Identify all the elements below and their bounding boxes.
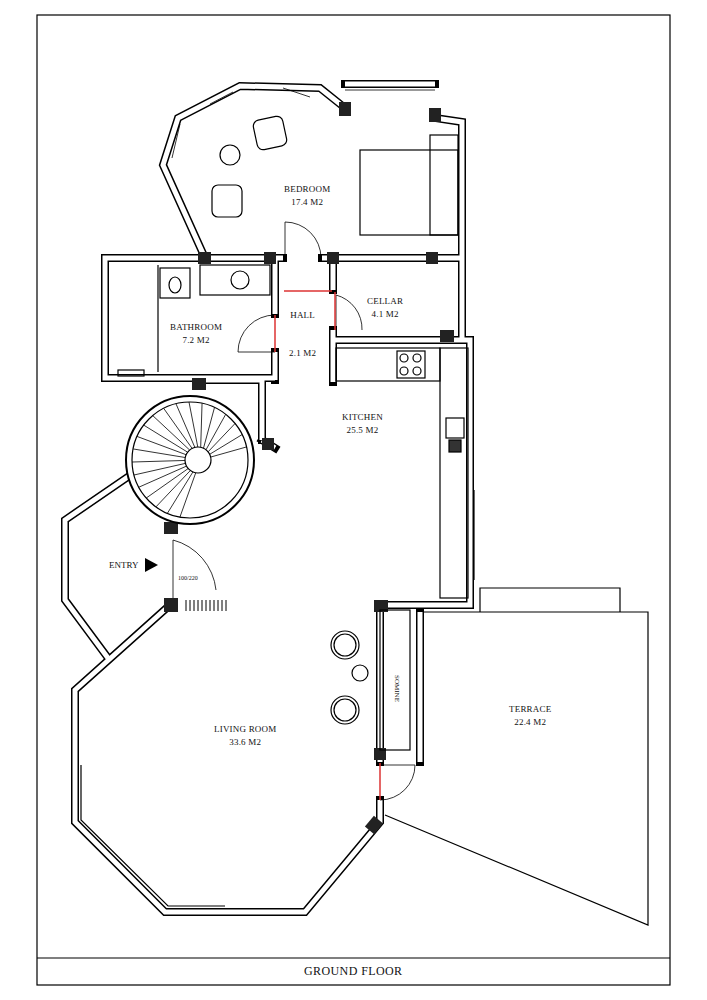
room-label: KITCHEN 25.5 M2	[342, 412, 383, 436]
room-name: CELLAR	[367, 296, 403, 307]
drawing-title: GROUND FLOOR	[304, 964, 402, 978]
room-area: 7.2 M2	[170, 335, 222, 346]
stair-step	[153, 416, 190, 450]
stair-step	[146, 469, 188, 499]
room-label: CELLAR 4.1 M2	[367, 296, 403, 320]
room-name: KITCHEN	[342, 412, 383, 423]
stair-step	[133, 449, 185, 458]
stair-step	[164, 408, 192, 448]
stair-step	[134, 463, 185, 475]
threshold-hatch	[190, 600, 191, 611]
room-area: 22.4 M2	[509, 717, 551, 728]
room-area: 25.5 M2	[342, 425, 383, 436]
room-label: BEDROOM 17.4 M2	[284, 184, 330, 208]
threshold-hatch	[222, 600, 223, 611]
stair-step	[203, 407, 214, 448]
stair-step	[137, 436, 186, 454]
stair-step	[139, 466, 187, 487]
room-name: HALL	[289, 310, 316, 321]
room-name: TERRACE	[509, 704, 551, 715]
room-area: 4.1 M2	[367, 309, 403, 320]
room-area: 33.6 M2	[214, 737, 276, 748]
stair-step	[210, 435, 242, 455]
room-label: HALL 2.1 M2	[289, 310, 316, 359]
threshold-hatch	[186, 600, 187, 611]
stair-step	[144, 425, 188, 452]
threshold-hatch	[202, 600, 203, 611]
room-name: BATHROOM	[170, 322, 222, 333]
stair-step	[211, 447, 247, 457]
stair-step	[156, 471, 190, 507]
stair-step	[176, 404, 195, 448]
stair-step	[132, 460, 185, 462]
room-area: 2.1 M2	[289, 348, 316, 359]
room-label: BATHROOM 7.2 M2	[170, 322, 222, 346]
room-area: 17.4 M2	[284, 197, 330, 208]
stair-step	[189, 402, 198, 447]
door-dimension: 100/220	[178, 573, 198, 584]
entry-label: ENTRY	[109, 560, 139, 571]
stair-step	[206, 414, 226, 449]
stair-step	[201, 403, 202, 447]
threshold-hatch	[194, 600, 195, 611]
fireplace-label: SOMINE	[391, 675, 402, 702]
room-label: LIVING ROOM 33.6 M2	[214, 724, 276, 748]
threshold-hatch	[198, 600, 199, 611]
stair-step	[208, 423, 235, 451]
stair-step	[167, 472, 193, 513]
threshold-hatch	[210, 600, 211, 611]
room-name: BEDROOM	[284, 184, 330, 195]
room-name: LIVING ROOM	[214, 724, 276, 735]
room-label: TERRACE 22.4 M2	[509, 704, 551, 728]
threshold-hatch	[218, 600, 219, 611]
threshold-hatch	[226, 600, 227, 611]
threshold-hatch	[214, 600, 215, 611]
threshold-hatch	[206, 600, 207, 611]
